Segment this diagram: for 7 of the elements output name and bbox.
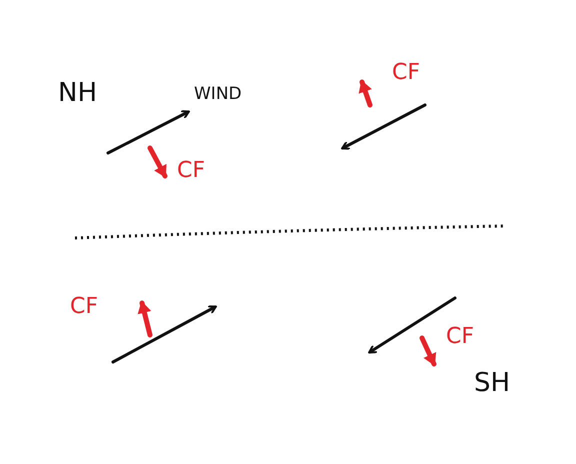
hemisphere-label: NH xyxy=(58,80,97,106)
hemisphere-label: SH xyxy=(474,370,510,396)
wind-label: WIND xyxy=(194,86,242,103)
coriolis-force-label: CF xyxy=(392,62,420,84)
coriolis-force-label: CF xyxy=(177,160,206,182)
coriolis-force-label: CF xyxy=(446,326,474,348)
coriolis-force-label: CF xyxy=(70,296,98,318)
